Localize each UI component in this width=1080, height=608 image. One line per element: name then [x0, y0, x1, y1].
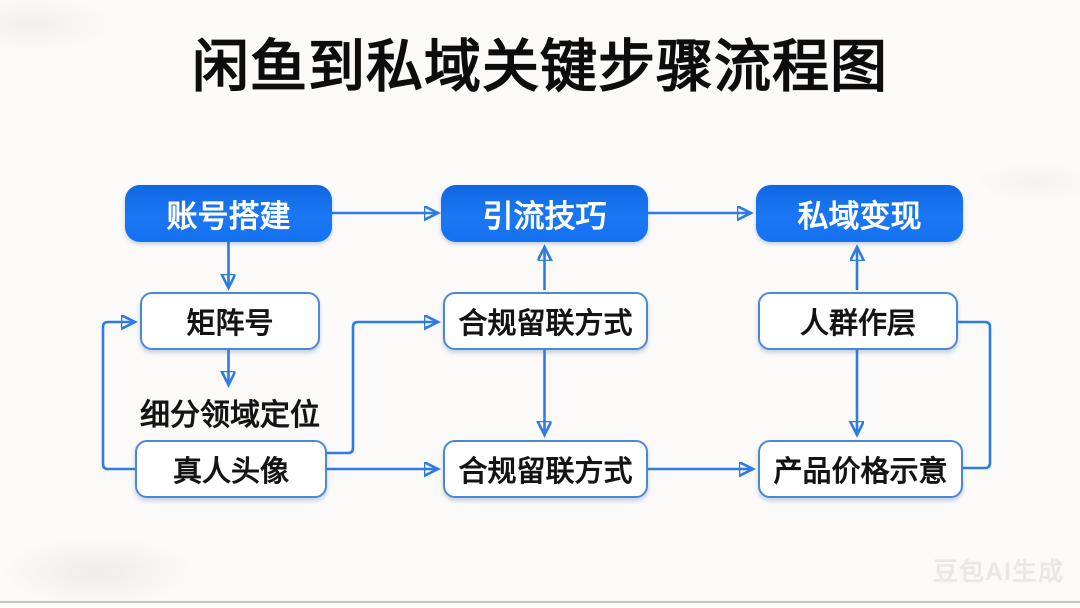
flow-node-real-person-avatar: 真人头像 [135, 440, 327, 498]
stage-label: 引流技巧 [482, 199, 607, 234]
node-label: 人群作层 [799, 308, 916, 340]
node-label: 矩阵号 [186, 308, 274, 340]
flow-node-compliant-contact-top: 合规留联方式 [443, 292, 648, 350]
ai-watermark: 豆包AI生成 [932, 558, 1064, 586]
connector-audience-pricing-right-loop [958, 320, 992, 470]
flow-node-audience-layering: 人群作层 [758, 292, 958, 350]
flow-node-product-pricing: 产品价格示意 [758, 440, 963, 498]
flow-node-niche-positioning: 细分领域定位 [140, 399, 320, 432]
node-label: 真人头像 [172, 456, 289, 488]
flow-node-compliant-contact-bottom: 合规留联方式 [443, 440, 648, 498]
bottom-divider-line [0, 601, 1080, 603]
stage-label: 账号搭建 [166, 199, 291, 234]
diagram-title: 闲鱼到私域关键步骤流程图 [192, 35, 888, 99]
stage-node-traffic-techniques: 引流技巧 [441, 185, 648, 242]
node-label: 合规留联方式 [458, 308, 633, 340]
bottom-strip [0, 603, 1080, 608]
stage-label: 私域变现 [797, 199, 922, 234]
node-label: 合规留联方式 [458, 456, 633, 488]
node-label: 产品价格示意 [773, 456, 948, 488]
stage-node-private-monetization: 私域变现 [756, 185, 963, 242]
flow-node-matrix-account: 矩阵号 [140, 292, 320, 350]
stage-node-account-setup: 账号搭建 [125, 185, 332, 242]
